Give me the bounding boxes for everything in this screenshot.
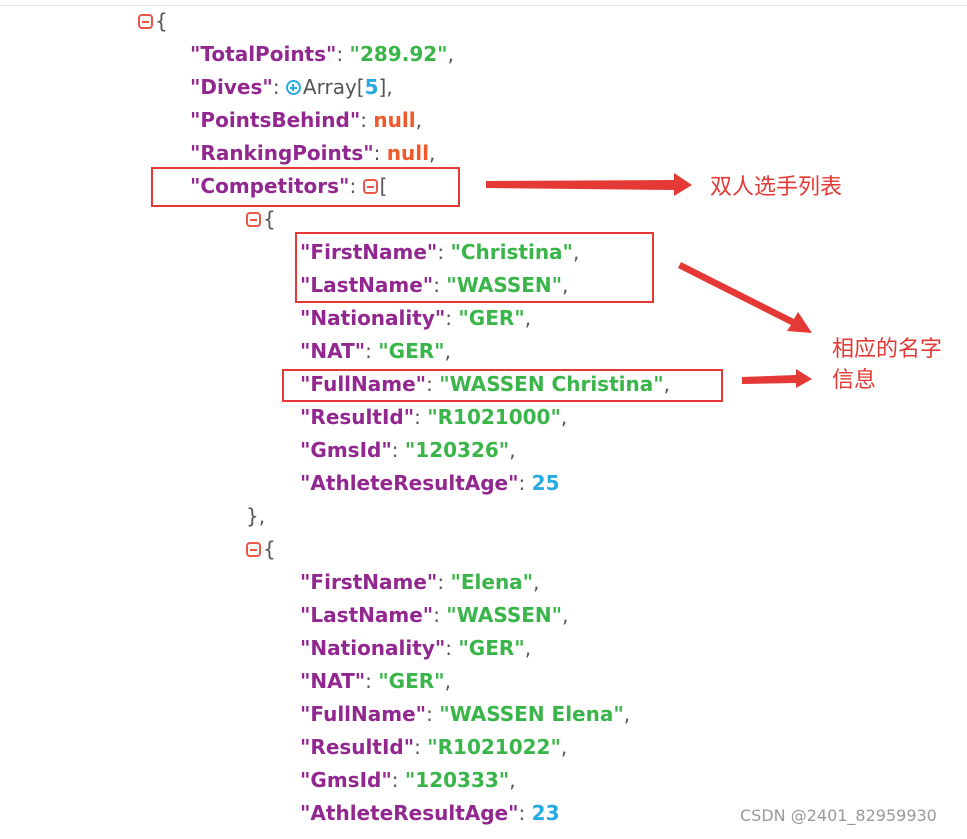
field-total-points: "TotalPoints": "289.92",: [190, 42, 454, 66]
arrow-fullname: [742, 369, 812, 388]
competitor-last-name: "LastName": "WASSEN",: [300, 273, 569, 297]
field-points-behind: "PointsBehind": null,: [190, 108, 422, 132]
json-value: "289.92": [349, 42, 448, 66]
competitor-gms-id: "GmsId": "120333",: [300, 768, 516, 792]
arrow-competitors: [486, 173, 692, 196]
competitor-full-name: "FullName": "WASSEN Elena",: [300, 702, 631, 726]
json-key: "TotalPoints": [190, 42, 337, 66]
collapse-minus-icon[interactable]: [246, 542, 261, 557]
json-key: "PointsBehind": [190, 108, 361, 132]
json-key: "Competitors": [190, 174, 350, 198]
collapse-minus-icon[interactable]: [138, 14, 153, 29]
array-count: 5: [364, 75, 379, 99]
field-dives: "Dives": Array[5],: [190, 75, 393, 99]
competitor-athlete-result-age: "AthleteResultAge": 25: [300, 471, 560, 495]
json-key: "Dives": [190, 75, 273, 99]
highlight-box-fullname: [282, 369, 723, 402]
expand-plus-icon[interactable]: [285, 80, 301, 95]
arrow-names: [678, 262, 812, 333]
highlight-box-names: [295, 232, 654, 303]
competitor-nationality: "Nationality": "GER",: [300, 306, 532, 330]
collapse-minus-icon[interactable]: [246, 212, 261, 227]
root-object-line: {: [138, 5, 168, 38]
competitor-full-name: "FullName": "WASSEN Christina",: [300, 372, 671, 396]
competitor-first-name: "FirstName": "Christina",: [300, 240, 580, 264]
watermark: CSDN @2401_82959930: [740, 806, 937, 825]
competitor-first-name: "FirstName": "Elena",: [300, 570, 540, 594]
json-value: null: [373, 108, 416, 132]
competitor-object-open: {: [246, 533, 276, 566]
annotation-competitors-note: 双人选手列表: [710, 175, 843, 200]
competitor-last-name: "LastName": "WASSEN",: [300, 603, 569, 627]
field-ranking-points: "RankingPoints": null,: [190, 141, 436, 165]
json-value: null: [386, 141, 429, 165]
collapse-minus-icon[interactable]: [362, 179, 378, 194]
field-competitors: "Competitors": [: [190, 174, 388, 198]
annotation-name-note: 相应的名字 信息: [832, 337, 943, 393]
competitor-result-id: "ResultId": "R1021022",: [300, 735, 568, 759]
competitor-nat: "NAT": "GER",: [300, 669, 451, 693]
competitor-object-close: },: [246, 504, 266, 528]
top-divider: [0, 5, 967, 6]
competitor-object-open: {: [246, 203, 276, 236]
highlight-box-competitors: [151, 167, 460, 207]
competitor-nat: "NAT": "GER",: [300, 339, 451, 363]
competitor-result-id: "ResultId": "R1021000",: [300, 405, 568, 429]
competitor-nationality: "Nationality": "GER",: [300, 636, 532, 660]
json-key: "RankingPoints": [190, 141, 374, 165]
competitor-athlete-result-age: "AthleteResultAge": 23: [300, 801, 560, 825]
array-label[interactable]: Array: [302, 75, 357, 99]
competitor-gms-id: "GmsId": "120326",: [300, 438, 516, 462]
